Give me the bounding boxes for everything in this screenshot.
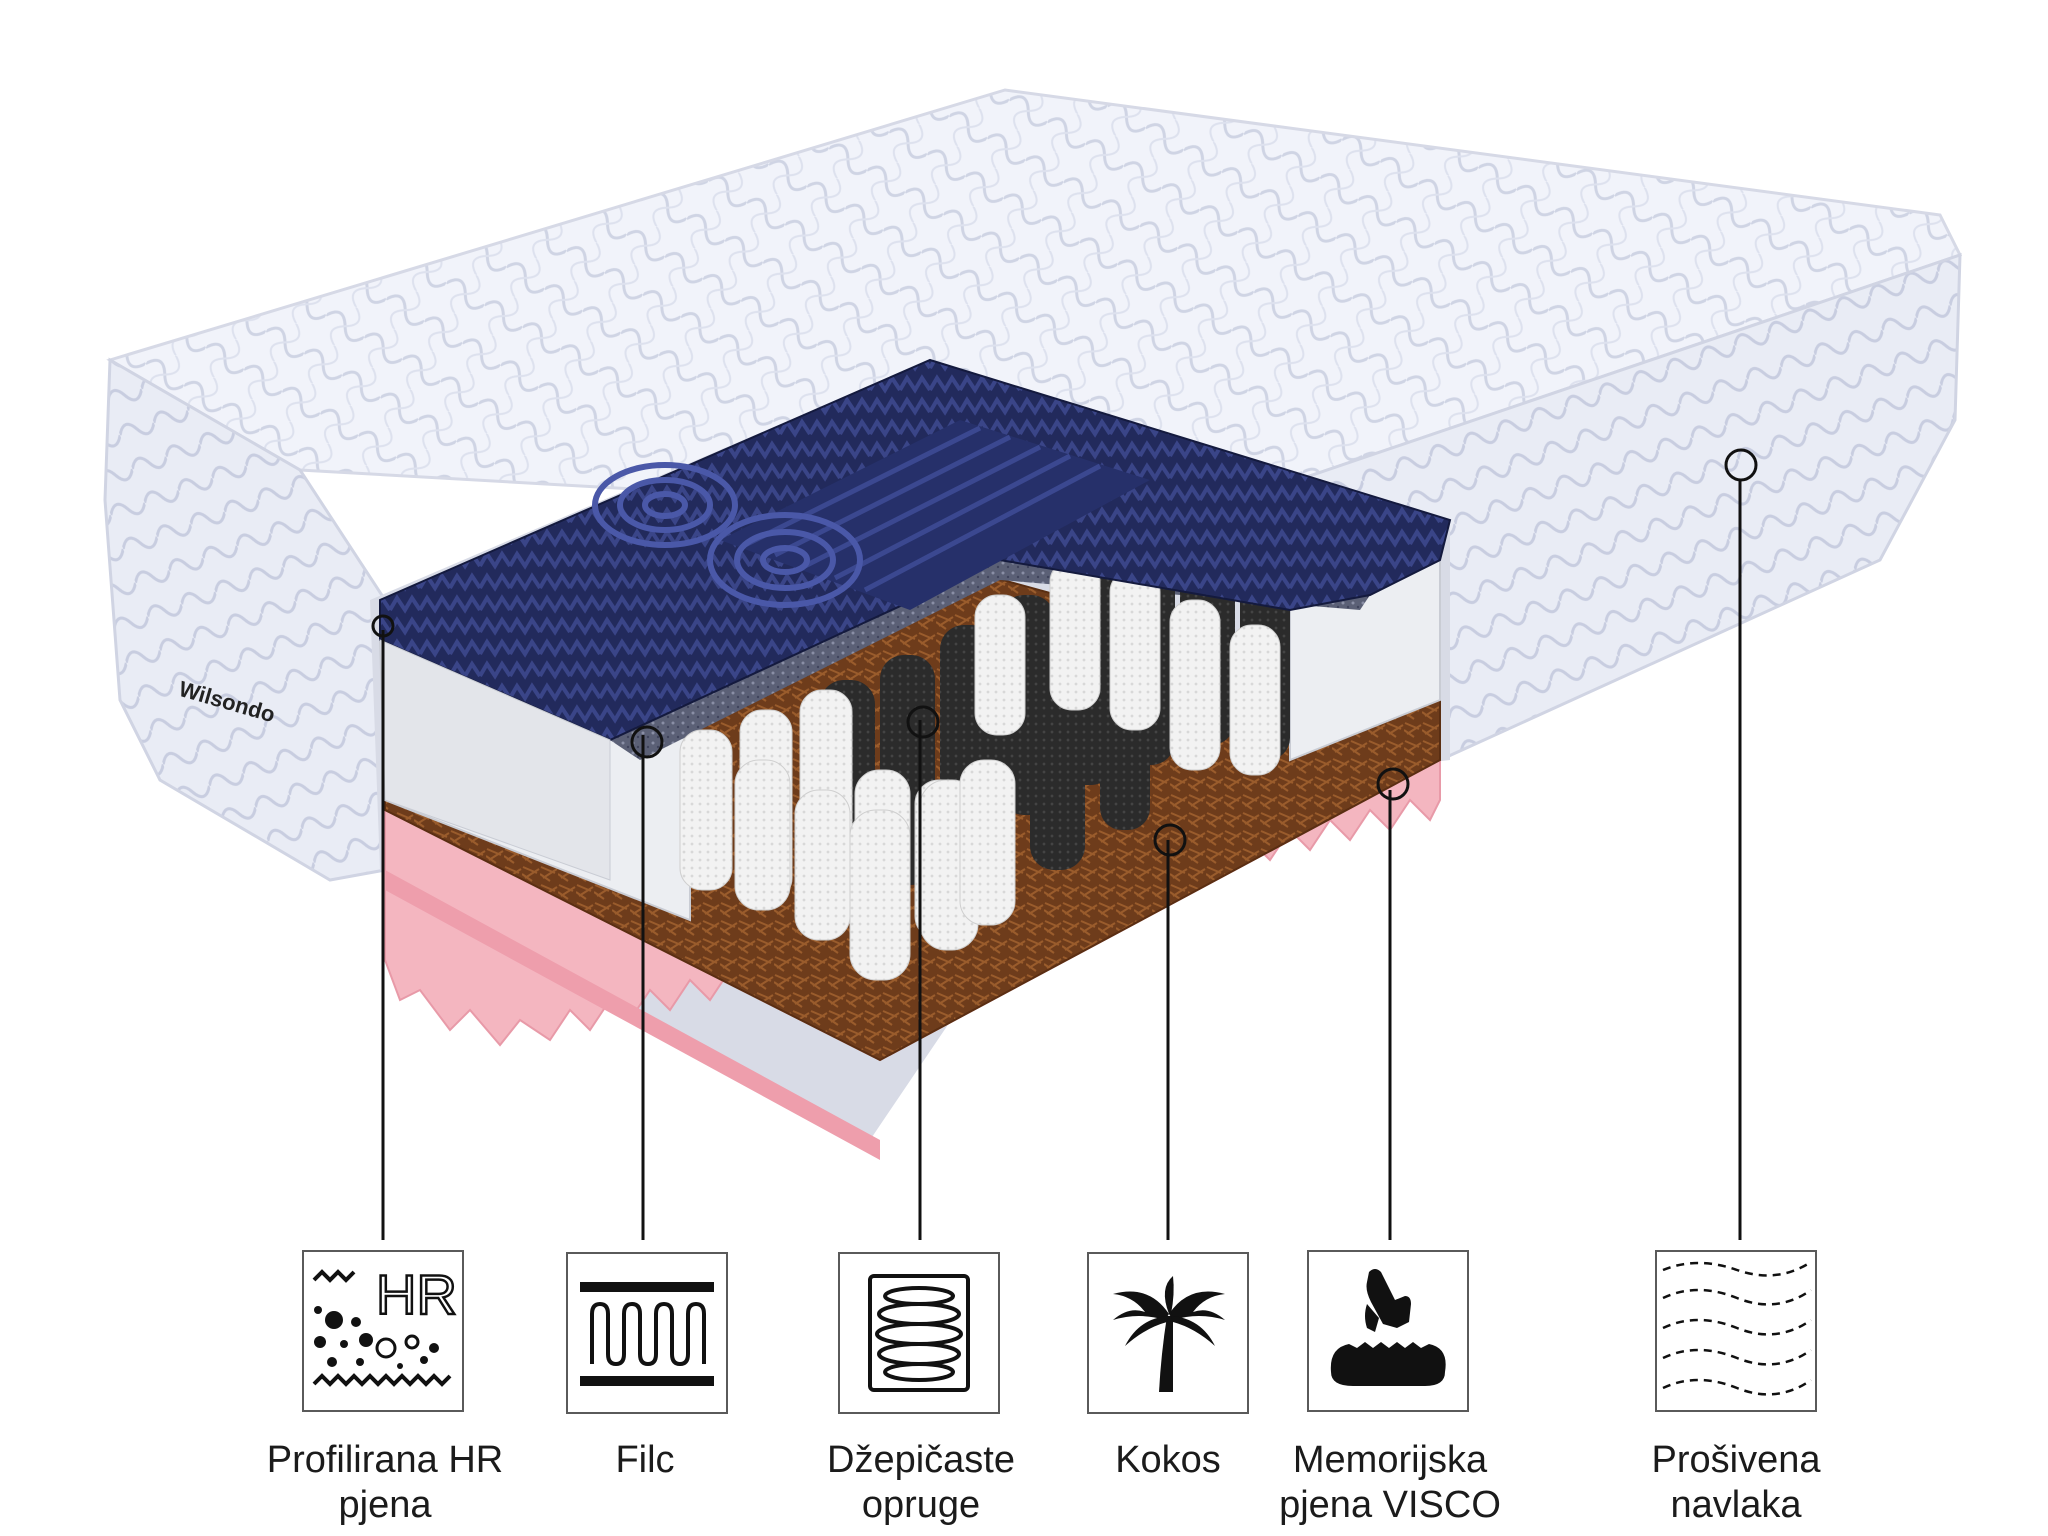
callout-lines [381, 480, 1742, 1240]
hand-press-icon [1307, 1250, 1469, 1412]
pocket-springs-white [679, 559, 1281, 981]
label-felt: Filc [615, 1439, 675, 1481]
felt-icon [566, 1252, 728, 1414]
cutaway-interior [370, 358, 1452, 1160]
label-coconut: Kokos [1115, 1439, 1221, 1481]
quilted-cover-icon [1655, 1250, 1817, 1412]
callout-markers [371, 448, 1758, 857]
spring-icon [838, 1252, 1000, 1414]
palm-tree-icon [1087, 1252, 1249, 1414]
hr-foam-icon: HR [302, 1250, 464, 1412]
hr-icon-text: HR [376, 1263, 457, 1326]
